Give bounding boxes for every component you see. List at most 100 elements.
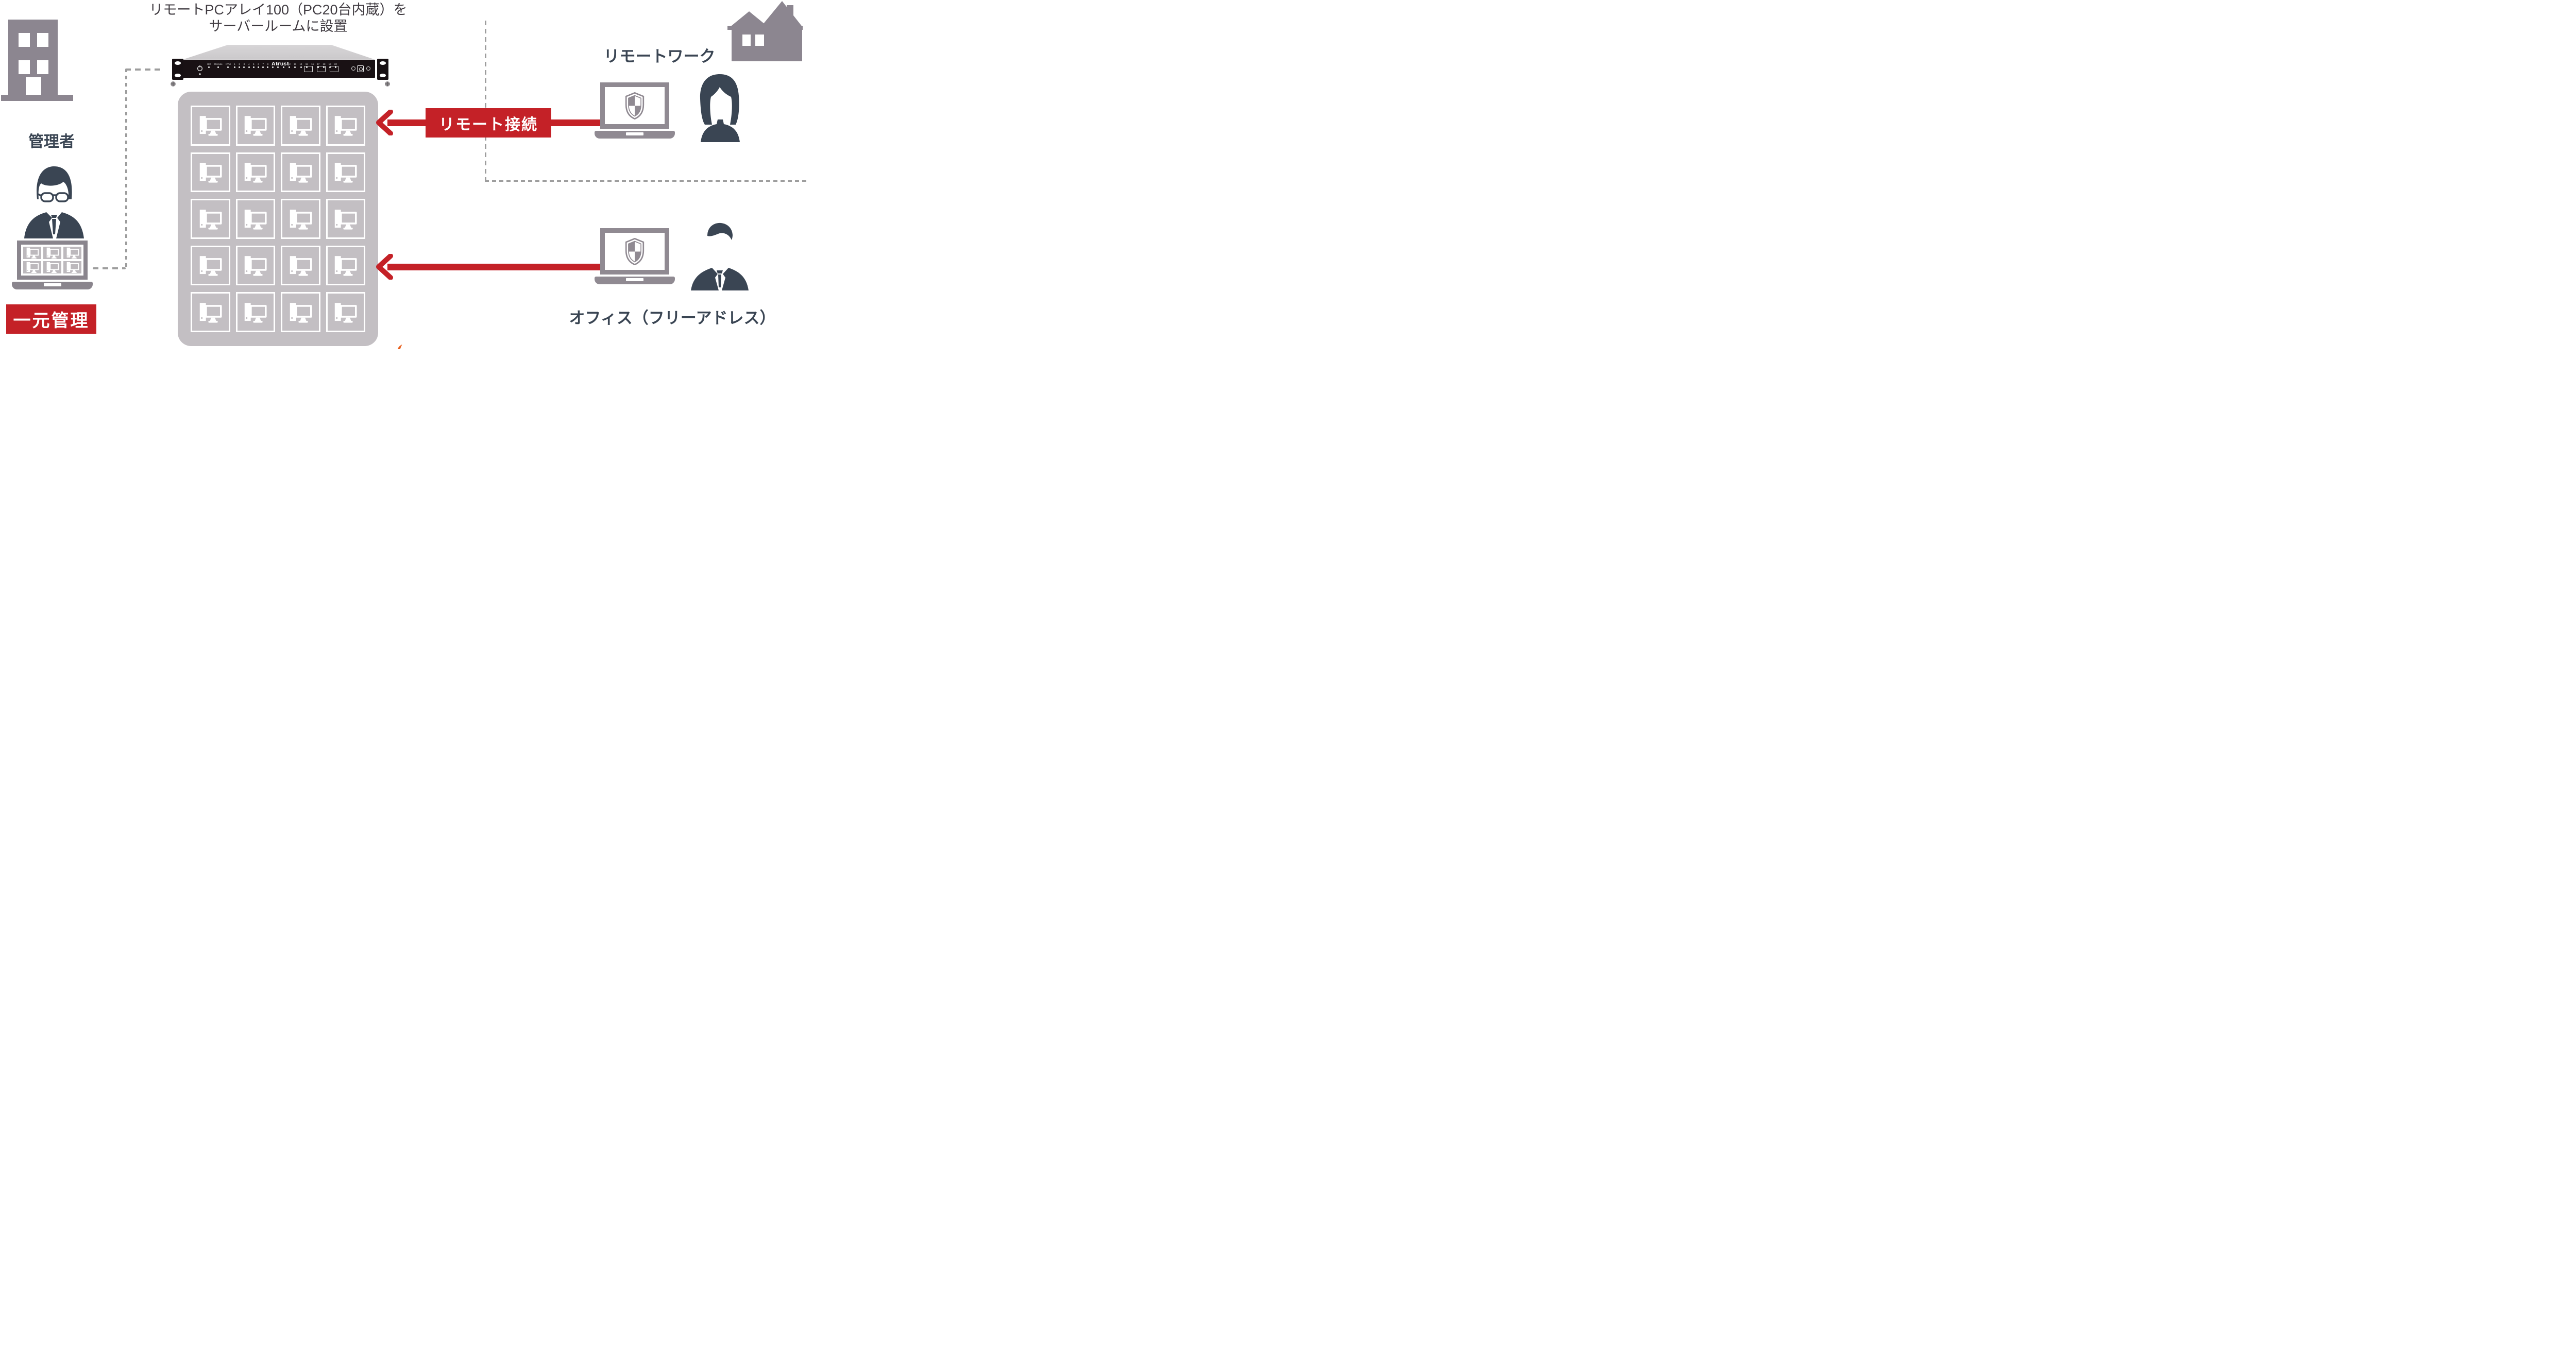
led-indicator: 3 (243, 63, 245, 73)
pc-slot (63, 261, 81, 273)
managed-pc-thumbnails (23, 247, 81, 273)
led-indicator: UID (207, 63, 211, 73)
desktop-pc-icon (245, 163, 267, 183)
pc-slot (281, 199, 320, 239)
led-indicator: 20 (334, 63, 337, 73)
rack-mount-ear (377, 59, 390, 87)
desktop-pc-icon (46, 262, 59, 273)
remote-zone-boundary (485, 21, 486, 181)
power-button-icon (357, 65, 364, 72)
pc-slot (23, 247, 41, 259)
house-icon (726, 0, 805, 61)
remote-worker-icon (688, 73, 751, 142)
desktop-pc-icon (199, 209, 222, 230)
usb-port-icon (304, 66, 313, 72)
secure-laptop-icon (595, 82, 675, 141)
desktop-pc-icon (245, 116, 267, 136)
pc-slot (235, 106, 275, 146)
pc-slot (235, 292, 275, 332)
pc-slot (235, 152, 275, 193)
pc-slot (191, 292, 230, 332)
power-symbol-icon (197, 65, 203, 75)
admin-person-icon (22, 161, 87, 238)
management-connector-segment (125, 68, 127, 269)
pc-slot (191, 152, 230, 193)
desktop-pc-icon (199, 256, 222, 276)
glasses-icon (38, 192, 72, 202)
pc-slot (281, 292, 320, 332)
screw-icon (171, 81, 176, 87)
audio-jack-icon (351, 66, 355, 71)
pc-slot (326, 106, 365, 146)
led-indicator: 4 (248, 63, 250, 73)
led-indicator: 15 (306, 63, 308, 73)
led-indicator: 17 (317, 63, 319, 73)
audio-jack-icon (366, 66, 370, 71)
desktop-pc-icon (245, 256, 267, 276)
pc-slot (326, 152, 365, 193)
desktop-pc-icon (245, 302, 267, 323)
pc-slot (235, 199, 275, 239)
pc-array-panel (178, 92, 378, 346)
desktop-pc-icon (199, 116, 222, 136)
led-indicator: 12 (288, 63, 291, 73)
pc-slot (191, 245, 230, 286)
desktop-pc-icon (66, 247, 79, 259)
desktop-pc-icon (66, 262, 79, 273)
desktop-pc-icon (290, 209, 312, 230)
desktop-pc-icon (245, 209, 267, 230)
desktop-pc-icon (199, 302, 222, 323)
orange-swoosh-icon (396, 344, 402, 349)
remote-work-label: リモートワーク (603, 47, 716, 65)
desktop-pc-icon (335, 209, 357, 230)
arrow-left-icon (375, 109, 394, 136)
shield-icon (625, 237, 645, 265)
led-indicator: 13 (294, 63, 296, 73)
led-indicator: 14 (300, 63, 302, 73)
laptop-base (595, 277, 675, 286)
admin-laptop-icon (12, 241, 93, 291)
led-indicator: 8 (267, 63, 269, 73)
diagram-title-line2: サーバールームに設置 (209, 19, 348, 34)
led-indicator: 5 (252, 63, 255, 73)
remote-connection-arrow (387, 264, 601, 270)
pc-slot (281, 245, 320, 286)
rack-brand-logo: Atrust (272, 61, 289, 67)
led-indicator: 18 (323, 63, 325, 73)
shield-icon (625, 92, 645, 119)
diagram-title-line1: リモートPCアレイ100（PC20台内蔵）を (149, 2, 408, 18)
usb-port-icon (317, 66, 326, 72)
pc-slot (191, 199, 230, 239)
pc-slot (43, 261, 61, 273)
desktop-pc-icon (290, 116, 312, 136)
pc-slot (326, 199, 365, 239)
led-indicator: 11 (282, 63, 285, 73)
usb-port-icon (330, 66, 338, 72)
desktop-pc-icon (290, 302, 312, 323)
laptop-screen (600, 82, 669, 129)
pc-slot (326, 245, 365, 286)
central-management-badge: 一元管理 (6, 304, 96, 334)
desktop-pc-icon (335, 163, 357, 183)
screw-icon (385, 81, 390, 87)
led-indicator: Remote (214, 63, 223, 73)
remote-pc-array-diagram: リモートPCアレイ100（PC20台内蔵）を サーバールームに設置 管理者 (0, 0, 808, 349)
led-indicator: 9 (272, 63, 274, 73)
pc-slot (43, 247, 61, 259)
office-label: オフィス（フリーアドレス） (569, 309, 776, 327)
remote-zone-boundary (485, 180, 808, 182)
desktop-pc-icon (335, 302, 357, 323)
admin-laptop-screen (17, 241, 88, 280)
desktop-pc-icon (26, 262, 39, 273)
led-indicator: 10 (277, 63, 279, 73)
management-connector-segment (93, 267, 126, 269)
rack-mount-ear (171, 59, 183, 87)
arrow-left-icon (375, 253, 394, 280)
laptop-base (595, 131, 675, 141)
led-indicator: KVM (226, 63, 231, 73)
office-worker-icon (689, 220, 751, 290)
pc-slot (63, 247, 81, 259)
